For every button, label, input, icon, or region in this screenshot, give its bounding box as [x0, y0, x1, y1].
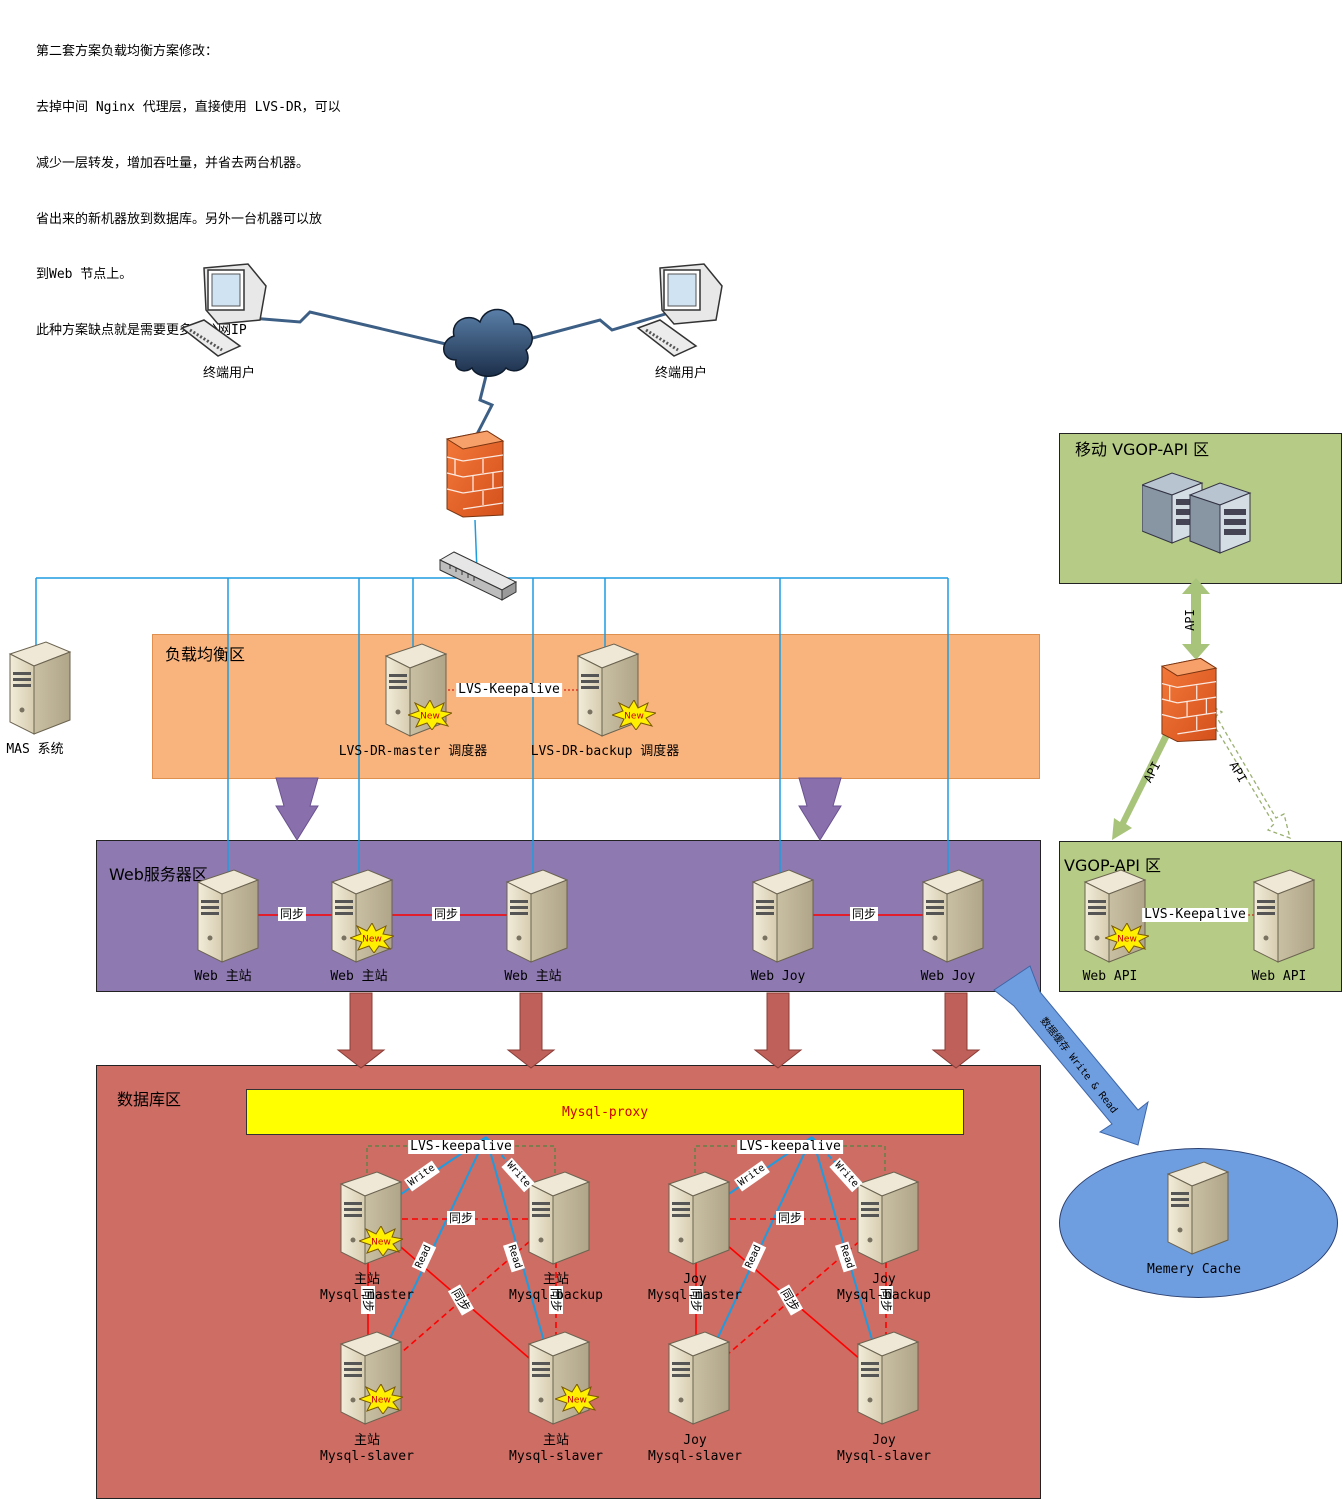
note-line: 第二套方案负载均衡方案修改： — [36, 44, 219, 60]
mas-label: MAS 系统 — [6, 742, 64, 757]
new-badge-icon: New — [359, 1384, 403, 1414]
lb-arrow-left — [275, 777, 319, 841]
label-line: 主站 — [542, 1433, 570, 1448]
api-label-top: API — [1183, 609, 1197, 631]
note-line: 减少一层转发，增加吞吐量，并省去两台机器。 — [36, 155, 310, 171]
internet-cloud-icon — [443, 308, 533, 377]
mysql-proxy: Mysql-proxy — [246, 1089, 964, 1135]
cache-arrow — [993, 965, 1149, 1146]
joy-mysql-slaver-2-icon — [850, 1330, 920, 1426]
left-user-label: 终端用户 — [202, 366, 256, 381]
svg-text:New: New — [420, 712, 440, 722]
web-server-3-label: Web 主站 — [504, 969, 562, 984]
memory-cache-server-icon — [1160, 1160, 1230, 1256]
wan-link-right — [524, 310, 673, 342]
lb-arrow-right — [798, 777, 842, 841]
label-line: Joy — [683, 1433, 707, 1448]
api-arrow-left — [1112, 700, 1194, 840]
db-main-sync-label: 同步 — [446, 1211, 476, 1225]
web-server-zone-title: Web服务器区 — [109, 865, 208, 884]
label-line: Mysql-slaver — [509, 1449, 603, 1464]
label-line: Joy — [872, 1272, 896, 1287]
new-badge-icon: New — [555, 1384, 599, 1414]
vgop-web-api-2-icon — [1246, 868, 1316, 964]
mysql-proxy-label: Mysql-proxy — [561, 1104, 649, 1120]
lvs-master-label: LVS-DR-master 调度器 — [338, 744, 488, 759]
label-line: Joy — [872, 1433, 896, 1448]
label-line: 主站 — [353, 1433, 381, 1448]
new-badge-icon: New — [359, 1226, 403, 1256]
load-balance-zone-title: 负载均衡区 — [165, 645, 246, 664]
switch-icon — [438, 551, 518, 601]
label-line: Joy — [683, 1272, 707, 1287]
web-sync-label-2: 同步 — [431, 907, 461, 921]
new-badge-icon: New — [612, 700, 656, 730]
web-server-1-label: Web 主站 — [194, 969, 252, 984]
vgop-keepalive-label: LVS-Keepalive — [1142, 907, 1248, 922]
right-user-pc — [634, 262, 734, 362]
label-line: Mysql-backup — [509, 1288, 603, 1303]
web-sync-label-1: 同步 — [277, 907, 307, 921]
vgop-api-zone-title: VGOP-API 区 — [1064, 856, 1162, 875]
label-line: Mysql-backup — [837, 1288, 931, 1303]
joy-mysql-slaver-1-icon — [661, 1330, 731, 1426]
svg-text:New: New — [567, 1396, 587, 1406]
lvs-keepalive-label: LVS-Keepalive — [456, 682, 562, 697]
svg-text:New: New — [1117, 935, 1137, 945]
web-server-5-icon — [915, 868, 985, 964]
lvs-backup-label: LVS-DR-backup 调度器 — [530, 744, 680, 759]
database-zone: 数据库区 — [96, 1065, 1041, 1499]
firewall-icon — [445, 428, 505, 520]
left-user-pc — [178, 262, 278, 362]
web-to-db-arrows — [336, 992, 981, 1069]
web-server-2-label: Web 主站 — [330, 969, 388, 984]
note-line: 省出来的新机器放到数据库。另外一台机器可以放 — [36, 211, 323, 227]
web-sync-label-3: 同步 — [849, 907, 879, 921]
vgop-rack-icon — [1142, 468, 1262, 558]
svg-text:New: New — [371, 1238, 391, 1248]
joy-mysql-master-icon — [661, 1170, 731, 1266]
label-line: Mysql-slaver — [837, 1449, 931, 1464]
new-badge-icon: New — [350, 923, 394, 953]
db-main-keepalive-label: LVS-keepalive — [408, 1139, 514, 1154]
new-badge-icon: New — [1105, 923, 1149, 953]
note-line: 去掉中间 Nginx 代理层，直接使用 LVS-DR，可以 — [36, 99, 341, 115]
web-server-4-icon — [745, 868, 815, 964]
web-server-1-icon — [190, 868, 260, 964]
right-user-label: 终端用户 — [654, 366, 708, 381]
database-zone-title: 数据库区 — [117, 1090, 182, 1109]
label-line: Mysql-slaver — [320, 1449, 414, 1464]
db-joy-sync-label: 同步 — [775, 1211, 805, 1225]
api-arrow-top — [1182, 578, 1210, 660]
web-server-5-label: Web Joy — [920, 969, 976, 984]
memory-cache-label: Memery Cache — [1147, 1262, 1241, 1277]
label-line: 主站 — [353, 1272, 381, 1287]
svg-text:New: New — [624, 712, 644, 722]
new-badge-icon: New — [408, 700, 452, 730]
web-server-3-icon — [499, 868, 569, 964]
api-firewall-icon — [1160, 656, 1218, 744]
label-line: Mysql-master — [648, 1288, 742, 1303]
vgop-web-api-1-label: Web API — [1082, 969, 1138, 984]
mas-server-icon — [2, 640, 72, 736]
label-line: 主站 — [542, 1272, 570, 1287]
web-server-4-label: Web Joy — [750, 969, 806, 984]
label-line: Mysql-slaver — [648, 1449, 742, 1464]
vgop-web-api-2-label: Web API — [1251, 969, 1307, 984]
label-line: Mysql-master — [320, 1288, 414, 1303]
note-line: 到Web 节点上。 — [36, 267, 133, 283]
svg-text:New: New — [371, 1396, 391, 1406]
mobile-vgop-api-zone-title: 移动 VGOP-API 区 — [1075, 440, 1210, 459]
svg-text:New: New — [362, 935, 382, 945]
wan-link-down — [472, 371, 495, 441]
db-joy-keepalive-label: LVS-keepalive — [737, 1139, 843, 1154]
